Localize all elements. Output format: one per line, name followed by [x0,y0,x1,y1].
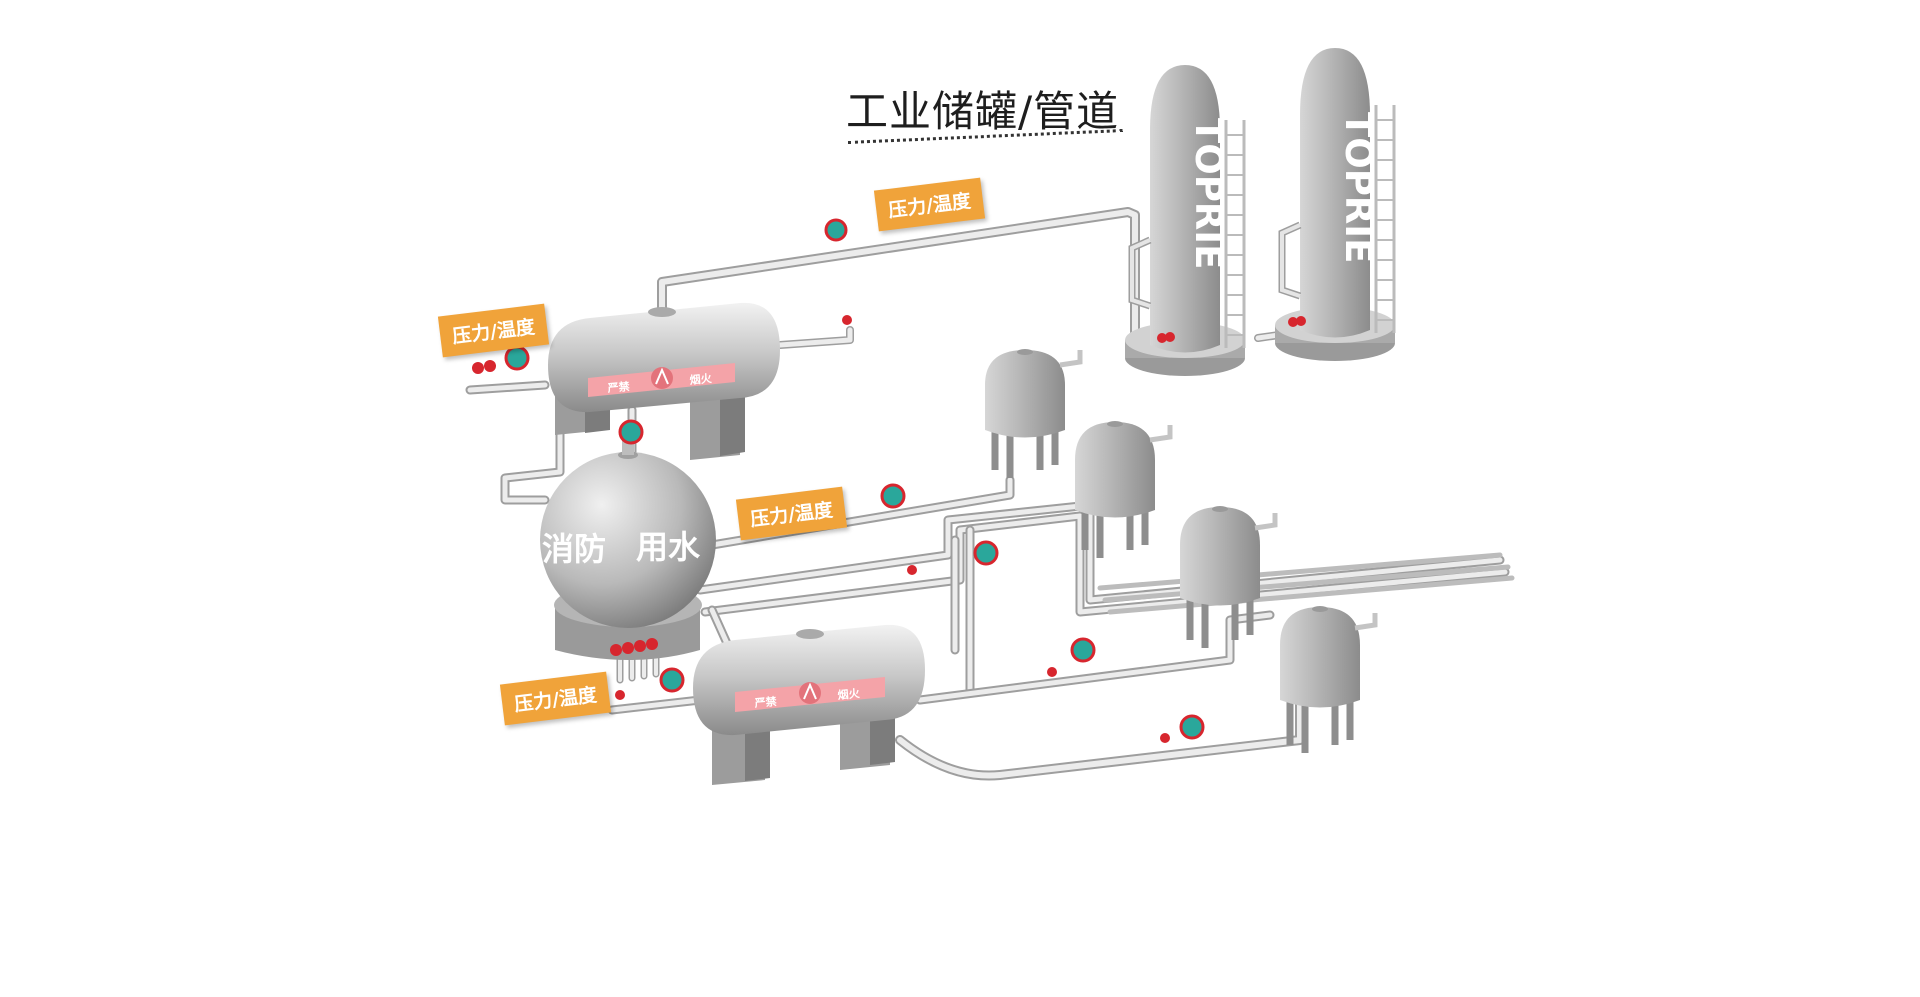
valve-icon [842,315,852,325]
pressure-gauge [1179,714,1205,740]
page-title: 工业储罐/管道 [846,87,1120,136]
pressure-gauge [504,345,530,371]
vertical-tank-1 [985,349,1083,478]
horizontal-tank-top [548,302,780,460]
warning-right-bottom: 烟火 [837,686,861,702]
tower-brand-left: TOPRIE [1187,118,1230,269]
vertical-tank-3 [1180,506,1278,648]
valve-icon [1047,667,1057,677]
pressure-gauge [1070,637,1096,663]
fire-water-sphere [540,440,716,660]
valve-icon [1157,332,1175,343]
pressure-gauge [973,540,999,566]
sphere-label-right: 用水 [636,528,701,566]
warning-left-top: 严禁 [606,379,630,395]
horizontal-tank-bottom [693,624,925,785]
pipe-network [465,207,1515,781]
valve-icon [610,638,658,656]
storage-tower-right [1275,48,1396,361]
sphere-label-left: 消防 [542,530,606,568]
pressure-gauge [824,218,848,242]
warning-right-top: 烟火 [689,371,713,387]
valve-icon [1288,316,1306,327]
valve-icon [472,360,496,374]
pressure-gauge [659,667,685,693]
vertical-tank-2 [1075,421,1173,558]
storage-tower-left [1125,65,1246,376]
valve-icon [907,565,917,575]
valve-icon [615,690,625,700]
pressure-gauge [880,483,906,509]
vertical-tank-4 [1280,606,1378,753]
valve-icon [1160,733,1170,743]
pressure-gauge [618,419,644,445]
warning-left-bottom: 严禁 [753,694,777,710]
tower-brand-right: TOPRIE [1337,112,1380,263]
